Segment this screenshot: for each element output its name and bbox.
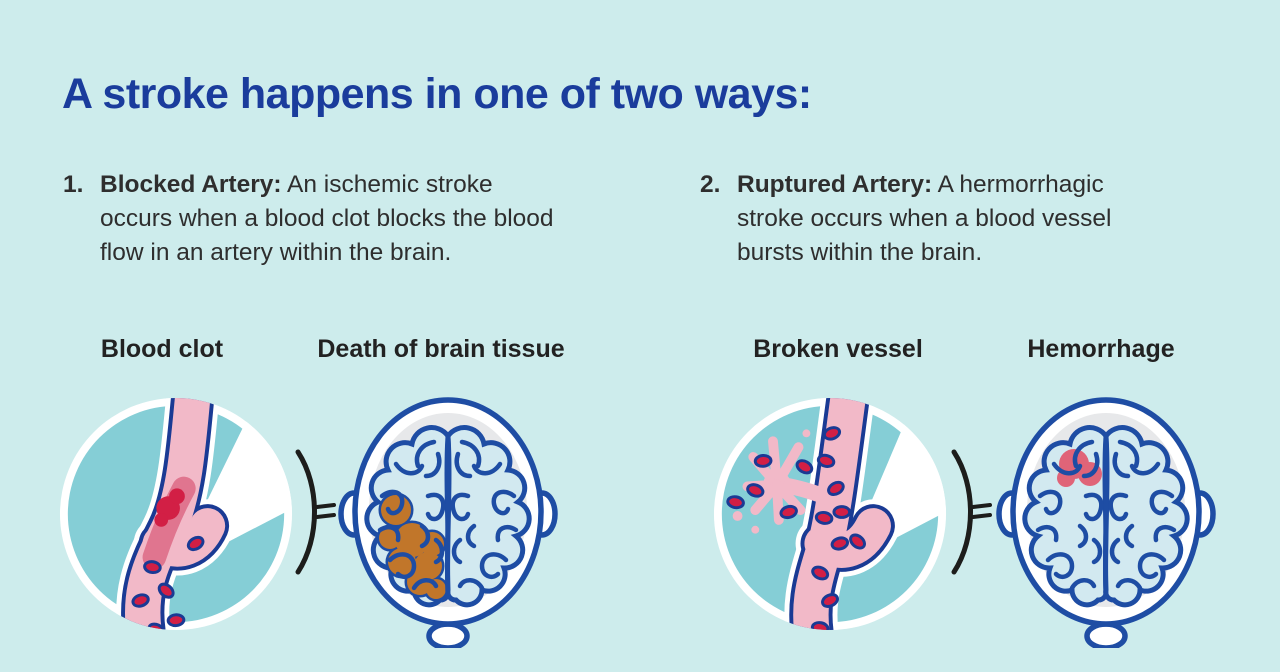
item-label: Ruptured Artery: (737, 171, 933, 198)
caption-blood-clot: Blood clot (100, 335, 224, 363)
brain-dead-tissue-illustration (338, 397, 558, 651)
magnifier-beam (869, 413, 947, 544)
caption-death-of-brain-tissue: Death of brain tissue (317, 335, 565, 363)
item-body: An ischemic stroke occurs when a blood c… (100, 171, 554, 266)
item-text: Blocked Artery: An ischemic stroke occur… (100, 168, 563, 270)
item-text: Ruptured Artery: A hermorrhagic stroke o… (737, 168, 1145, 270)
item-number: 1. (63, 171, 84, 198)
nose-bump (1084, 621, 1128, 651)
figure-hemorrhage (996, 392, 1216, 653)
page-title: A stroke happens in one of two ways: (62, 70, 812, 118)
magnify-bracket-icon (295, 449, 336, 575)
list-item-ruptured-artery: 2. Ruptured Artery: A hermorrhagic strok… (700, 168, 1145, 270)
magnify-bracket-icon (951, 449, 992, 575)
magnifier-beam (203, 415, 293, 546)
nose-bump (426, 621, 470, 651)
blood-cells (131, 535, 205, 631)
longitudinal-fissure (444, 435, 452, 599)
artery-broken-vessel-illustration (713, 397, 947, 631)
longitudinal-fissure (1102, 435, 1110, 599)
list-item-blocked-artery: 1. Blocked Artery: An ischemic stroke oc… (63, 168, 563, 270)
caption-hemorrhage: Hemorrhage (1027, 335, 1175, 363)
item-body: A hermorrhagic stroke occurs when a bloo… (737, 171, 1112, 266)
item-number: 2. (700, 171, 721, 198)
item-label: Blocked Artery: (100, 171, 282, 198)
figure-broken-vessel (712, 396, 948, 637)
blood-cells (726, 426, 866, 631)
brain-hemorrhage-illustration (996, 397, 1216, 651)
brain-gyri (1035, 439, 1104, 591)
blood-clot-blob (154, 488, 185, 527)
figure-death-of-brain-tissue (338, 392, 558, 653)
caption-broken-vessel: Broken vessel (753, 335, 923, 363)
artery-blood-clot-illustration (59, 397, 293, 631)
figure-blood-clot (58, 396, 294, 637)
brain-gyri (377, 439, 446, 591)
